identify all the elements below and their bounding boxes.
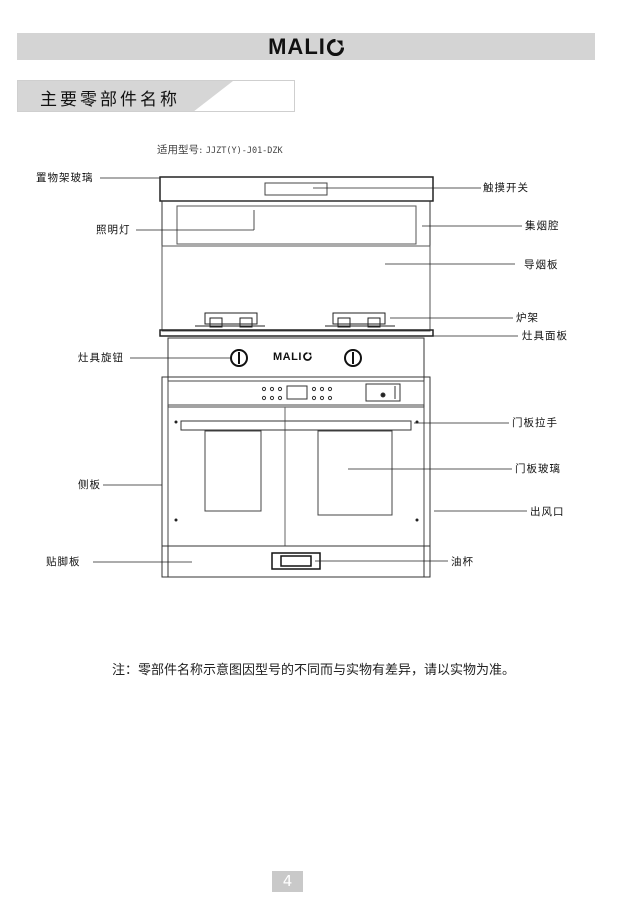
hood-frame: [161, 200, 431, 247]
label-stove-panel: 灶具面板: [522, 330, 568, 342]
model-number: 适用型号: JJZT(Y)-J01-DZK: [157, 144, 283, 156]
cooktop-surface: [159, 329, 434, 337]
label-smoke-guide: 导烟板: [524, 259, 559, 271]
section-title-bg: 主要零部件名称: [18, 81, 233, 111]
side-panel-right: [423, 376, 431, 578]
label-touch-switch: 触摸开关: [483, 182, 529, 194]
shelf-glass-shape: [159, 176, 434, 202]
smoke-cavity-shape: [176, 205, 417, 245]
leader-lines: [93, 177, 527, 563]
section-title: 主要零部件名称: [40, 90, 180, 110]
disclaimer-note: 注：零部件名称示意图因型号的不同而与实物有差异，请以实物为准。: [112, 663, 516, 678]
appliance-logo-mark-icon: [303, 352, 312, 361]
section-heading: 主要零部件名称: [17, 80, 295, 112]
label-door-glass: 门板玻璃: [515, 463, 561, 475]
page-number: 4: [272, 871, 303, 892]
control-buttons: [261, 383, 401, 402]
label-burner-rack: 炉架: [516, 312, 539, 324]
label-oil-cup: 油杯: [451, 556, 474, 568]
label-side-panel: 侧板: [78, 479, 101, 491]
label-air-outlet: 出风口: [530, 506, 565, 518]
label-kick-plate: 贴脚板: [46, 556, 81, 568]
control-strip: [167, 380, 425, 406]
knob-right-icon: [344, 349, 362, 367]
appliance-brand-logo: MALI: [273, 351, 312, 363]
logo-mark-icon: [326, 35, 344, 57]
header-bar: MALI: [17, 33, 595, 60]
burner-left: [195, 312, 265, 328]
label-door-handle: 门板拉手: [512, 417, 558, 429]
door-glass-left: [204, 430, 262, 512]
label-lighting: 照明灯: [96, 224, 131, 236]
label-smoke-cavity: 集烟腔: [525, 220, 560, 232]
label-stove-knob: 灶具旋钮: [78, 352, 124, 364]
touch-panel-shape: [264, 182, 328, 196]
burner-right: [325, 312, 395, 328]
smoke-guide-shape: [161, 245, 431, 332]
door-handle-shape: [180, 420, 412, 431]
brand-logo: MALI: [17, 33, 595, 60]
label-shelf-glass: 置物架玻璃: [36, 172, 94, 184]
kick-plate-shape: [161, 545, 431, 578]
knob-left-icon: [230, 349, 248, 367]
door-glass-right: [317, 430, 393, 516]
door-frame: [167, 406, 425, 547]
side-panel-left: [161, 376, 169, 578]
